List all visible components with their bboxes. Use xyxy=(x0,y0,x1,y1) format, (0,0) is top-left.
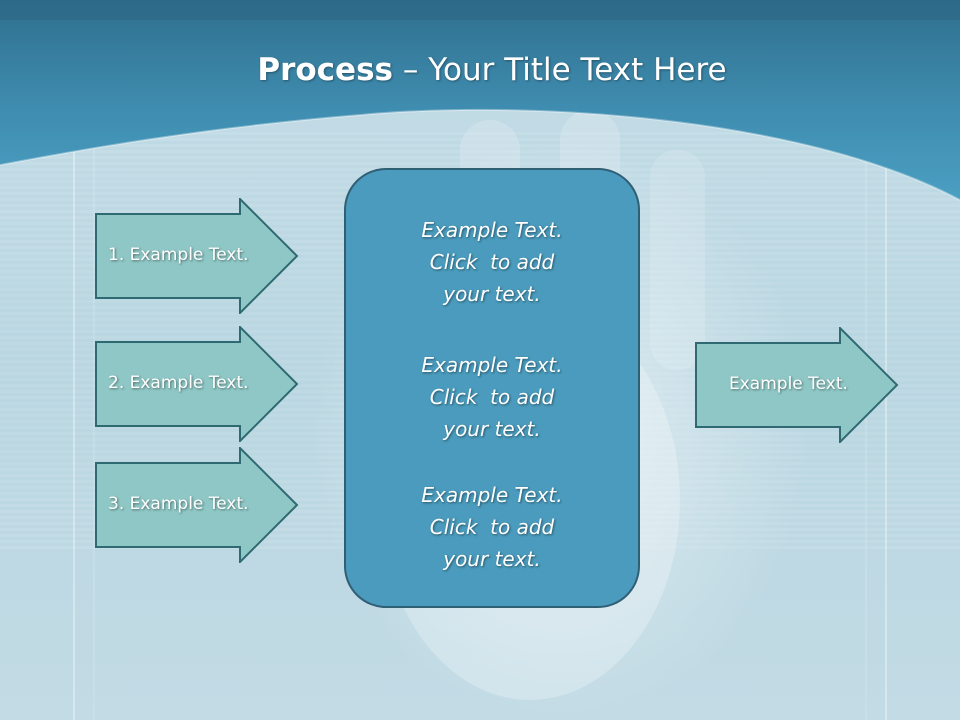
process-text-block-1[interactable]: Example Text. Click to add your text. xyxy=(346,214,638,310)
process-text-line: Example Text. xyxy=(421,218,563,242)
input-arrow-2[interactable]: 2. Example Text. xyxy=(95,326,299,442)
process-text-line: Click to add xyxy=(429,385,555,409)
title-bold: Process xyxy=(257,52,393,88)
input-arrow-1-label: 1. Example Text. xyxy=(108,245,249,265)
process-text-line: Example Text. xyxy=(421,353,563,377)
arrow-shape xyxy=(95,198,299,314)
process-box[interactable]: Example Text. Click to add your text. Ex… xyxy=(344,168,640,608)
title-rest: – Your Title Text Here xyxy=(393,52,727,88)
arrow-shape xyxy=(95,326,299,442)
input-arrow-3[interactable]: 3. Example Text. xyxy=(95,447,299,563)
process-text-line: your text. xyxy=(443,547,541,571)
process-text-line: your text. xyxy=(443,417,541,441)
arrow-shape xyxy=(95,447,299,563)
process-text-line: Click to add xyxy=(429,515,555,539)
process-text-line: Click to add xyxy=(429,250,555,274)
process-text-line: Example Text. xyxy=(421,483,563,507)
input-arrow-1[interactable]: 1. Example Text. xyxy=(95,198,299,314)
process-text-block-2[interactable]: Example Text. Click to add your text. xyxy=(346,349,638,445)
slide-title: Process – Your Title Text Here xyxy=(0,52,960,88)
output-arrow[interactable]: Example Text. xyxy=(695,327,899,443)
arrow-shape xyxy=(695,327,899,443)
input-arrow-2-label: 2. Example Text. xyxy=(108,373,249,393)
input-arrow-3-label: 3. Example Text. xyxy=(108,494,249,514)
output-arrow-label: Example Text. xyxy=(729,374,848,394)
process-text-line: your text. xyxy=(443,282,541,306)
process-text-block-3[interactable]: Example Text. Click to add your text. xyxy=(346,479,638,575)
